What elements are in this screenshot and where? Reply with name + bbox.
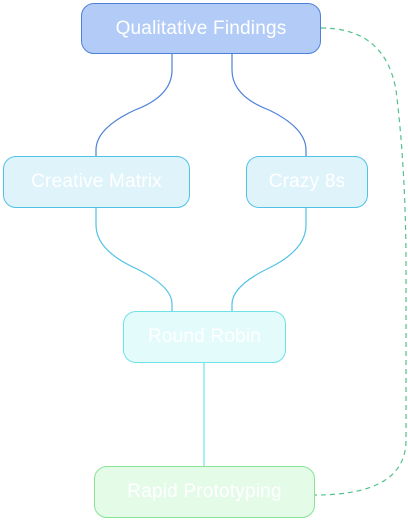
node-label: Rapid Prototyping	[127, 481, 282, 502]
edge-crazy-to-round	[231, 208, 307, 311]
node-label: Creative Matrix	[31, 171, 162, 192]
node-label: Round Robin	[147, 326, 262, 347]
edge-qualitative-to-crazy	[231, 54, 307, 156]
edge-qualitative-to-creative	[95, 54, 173, 156]
node-creative-matrix[interactable]: Creative Matrix	[3, 156, 190, 208]
node-label: Crazy 8s	[268, 171, 346, 192]
node-label: Qualitative Findings	[115, 17, 287, 39]
node-crazy-8s[interactable]: Crazy 8s	[246, 156, 368, 208]
edge-qualitative-to-rapid-dashed	[314, 27, 407, 496]
node-round-robin[interactable]: Round Robin	[123, 311, 286, 363]
node-qualitative-findings[interactable]: Qualitative Findings	[81, 3, 321, 54]
edge-creative-to-round	[95, 208, 173, 311]
node-rapid-prototyping[interactable]: Rapid Prototyping	[94, 466, 315, 518]
